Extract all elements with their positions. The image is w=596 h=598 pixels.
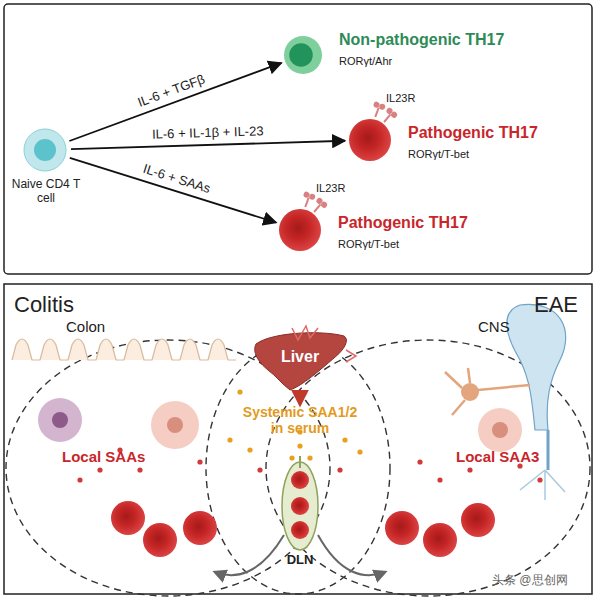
- cell-label: RORγt/T-bet: [408, 148, 469, 160]
- edge-label: IL-6 + IL-1β + IL-23: [150, 124, 266, 143]
- colon-villi: [12, 339, 236, 360]
- cell-label: RORγt/Ahr: [339, 55, 392, 67]
- watermark: 头条 @思创网: [492, 574, 568, 588]
- region-label: Local SAAs: [62, 448, 145, 465]
- region-label: Systemic SAA1/2 in serum: [236, 404, 364, 436]
- bottom-panel: [4, 284, 592, 594]
- region-label: Local SAA3: [456, 448, 539, 465]
- cell-label: IL23R: [316, 182, 345, 194]
- node-outline: [283, 35, 323, 75]
- region-label: Colon: [66, 318, 105, 335]
- region-label: Colitis: [14, 292, 74, 317]
- cns-illustration: [445, 304, 566, 500]
- migration-arrow: [215, 535, 284, 575]
- secretion-arrow: [299, 394, 302, 404]
- th17-cell: IL23RPathogenic TH17RORγt/T-bet: [348, 118, 392, 162]
- cell-name: Pathogenic TH17: [408, 124, 538, 142]
- migration-arrow: [318, 535, 385, 575]
- region-label: EAE: [534, 292, 578, 317]
- node-outline: [278, 208, 322, 252]
- top-panel: [4, 4, 592, 274]
- cell-label: Naive CD4 T cell: [11, 178, 81, 206]
- cell-name: Non-pathogenic TH17: [339, 31, 504, 49]
- cell-label: RORγt/T-bet: [338, 238, 399, 250]
- differentiation-arrow: [70, 158, 276, 223]
- node-outline: [282, 462, 318, 550]
- colon-immune-cells: [38, 398, 199, 449]
- th17-cell: IL23RPathogenic TH17RORγt/T-bet: [278, 208, 322, 252]
- liver-organ: Liver: [252, 330, 348, 392]
- cell-name: Pathogenic TH17: [338, 214, 468, 232]
- lymph-node: DLN: [282, 462, 318, 550]
- node-outline: [23, 128, 67, 172]
- cell-name: DLN: [272, 552, 328, 567]
- cell-label: IL23R: [386, 92, 415, 104]
- naive-cell: Naive CD4 T cell: [23, 128, 67, 172]
- differentiation-arrow: [71, 141, 345, 149]
- th17-cell: Non-pathogenic TH17RORγt/Ahr: [283, 35, 323, 75]
- region-label: CNS: [478, 318, 510, 335]
- edge-label: IL-6 + TGFβ: [134, 71, 209, 111]
- node-outline: [348, 118, 392, 162]
- cell-name: Liver: [252, 348, 348, 366]
